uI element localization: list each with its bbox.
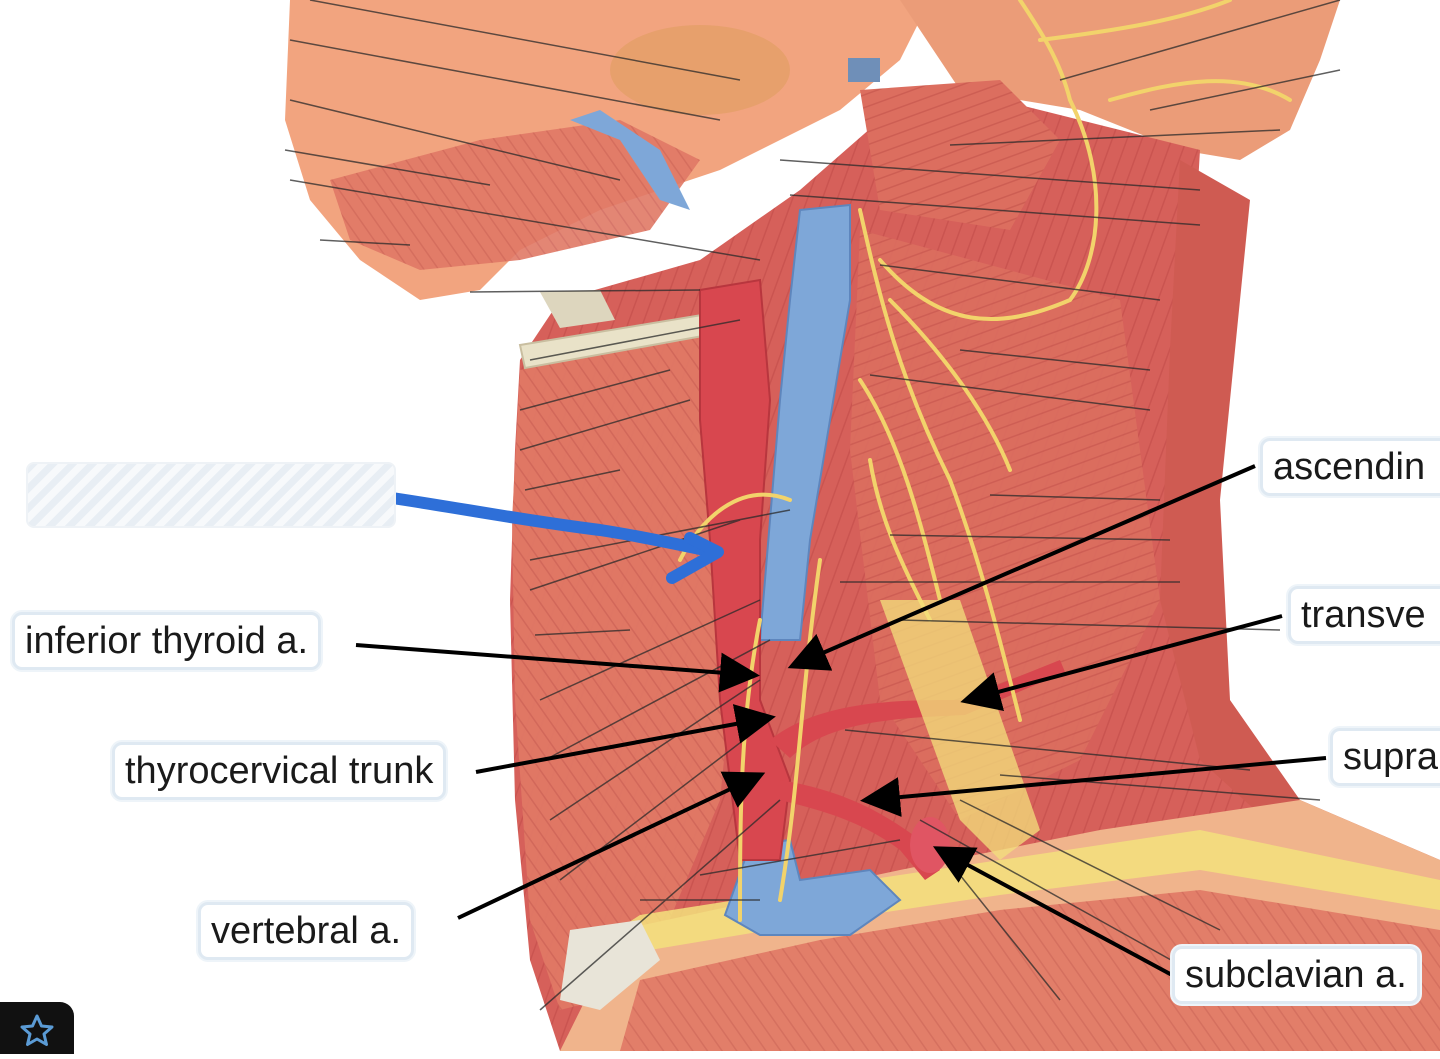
- label-ascending-cervical: ascendin: [1260, 438, 1440, 496]
- hyoid-bone: [540, 290, 615, 328]
- favorite-button[interactable]: [0, 1002, 74, 1054]
- label-transverse-cervical: transve: [1288, 586, 1440, 644]
- jugular-top-vessel: [848, 58, 880, 82]
- clavicle-bone: [570, 830, 1440, 1000]
- parotid-gland: [610, 25, 790, 115]
- label-suprascapular: supra: [1330, 728, 1440, 786]
- sternum-cartilage: [560, 920, 660, 1010]
- label-subclavian-artery: subclavian a.: [1172, 946, 1420, 1004]
- blank-answer-label[interactable]: [26, 462, 396, 528]
- lower-muscle: [620, 890, 1440, 1051]
- label-inferior-thyroid-artery: inferior thyroid a.: [12, 612, 322, 670]
- trapezius: [1160, 160, 1440, 920]
- subclavian-artery: [780, 780, 940, 880]
- annotation-arrow: [386, 492, 721, 558]
- thyrocervical-branches: [770, 660, 1065, 758]
- label-vertebral-artery: vertebral a.: [198, 902, 415, 960]
- jugular-upper: [570, 110, 690, 210]
- sternocleidomastoid: [512, 330, 740, 1010]
- brachiocephalic-vein: [723, 838, 902, 936]
- star-icon: [20, 1014, 54, 1046]
- common-carotid-artery: [699, 278, 792, 861]
- head-skin: [900, 0, 1340, 160]
- label-thyrocervical-trunk: thyrocervical trunk: [112, 742, 447, 800]
- annotation-arrowhead: [666, 532, 724, 584]
- submandibular-region: [330, 120, 700, 270]
- phrenic-nerve-band: [880, 600, 1040, 860]
- label-arrows: [355, 464, 1327, 977]
- mastoid-muscle: [860, 80, 1060, 230]
